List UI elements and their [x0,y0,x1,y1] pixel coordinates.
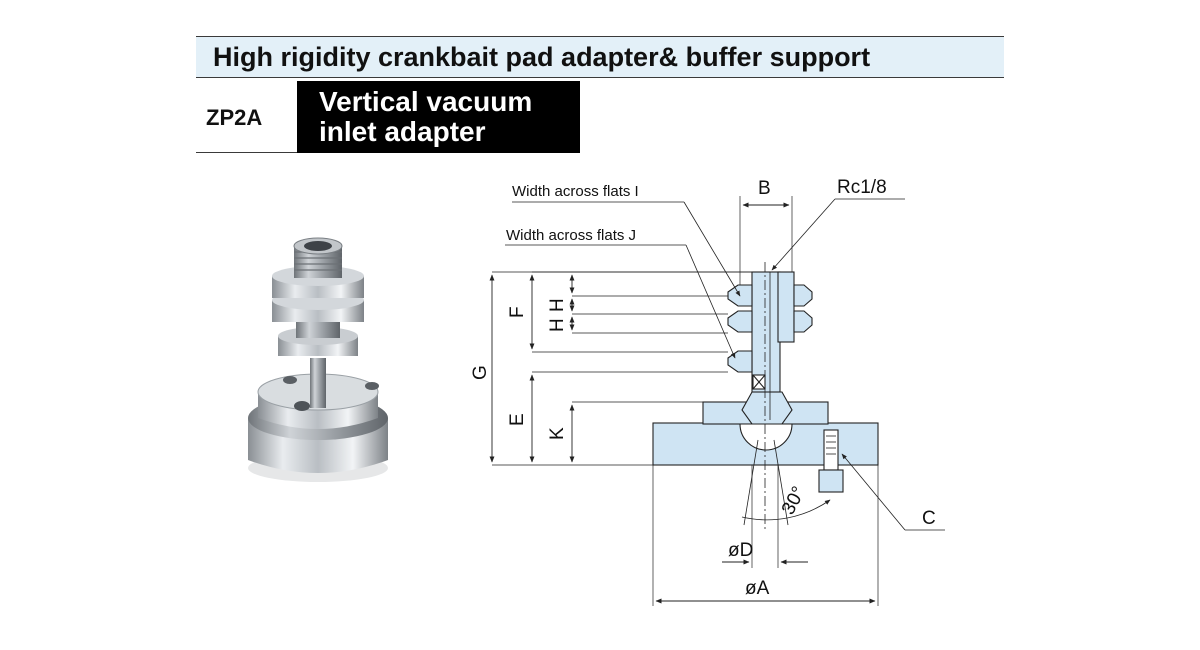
dim-h-2: H [547,318,568,332]
label-width-flats-i: Width across flats I [512,183,639,200]
model-name: Vertical vacuum inlet adapter [319,87,532,147]
model-name-box: Vertical vacuum inlet adapter [297,81,580,153]
model-name-line2: inlet adapter [319,116,486,147]
label-width-flats-j: Width across flats J [506,227,636,244]
dim-k: K [547,427,568,440]
dim-h-1: H [547,298,568,312]
drawing-body [652,271,879,493]
thread-hatch [769,272,836,455]
model-name-line1: Vertical vacuum [319,86,533,117]
dim-d: øD [728,540,753,561]
title-bar: High rigidity crankbait pad adapter& buf… [196,36,1004,78]
dim-a: øA [745,578,770,599]
model-header: ZP2A Vertical vacuum inlet adapter [196,81,580,153]
dim-g: G [470,365,491,380]
thread-rc: Rc1/8 [837,177,887,198]
product-photo [248,237,388,482]
page-title: High rigidity crankbait pad adapter& buf… [213,42,871,72]
dim-f: F [507,306,528,318]
extension-lines [492,196,879,606]
dimension-lines [489,202,876,604]
centerlines [741,262,831,530]
dim-e: E [507,413,528,426]
dim-b: B [758,178,771,199]
model-code: ZP2A [206,105,263,130]
dim-c: C [922,508,936,529]
leader-lines [505,198,945,531]
